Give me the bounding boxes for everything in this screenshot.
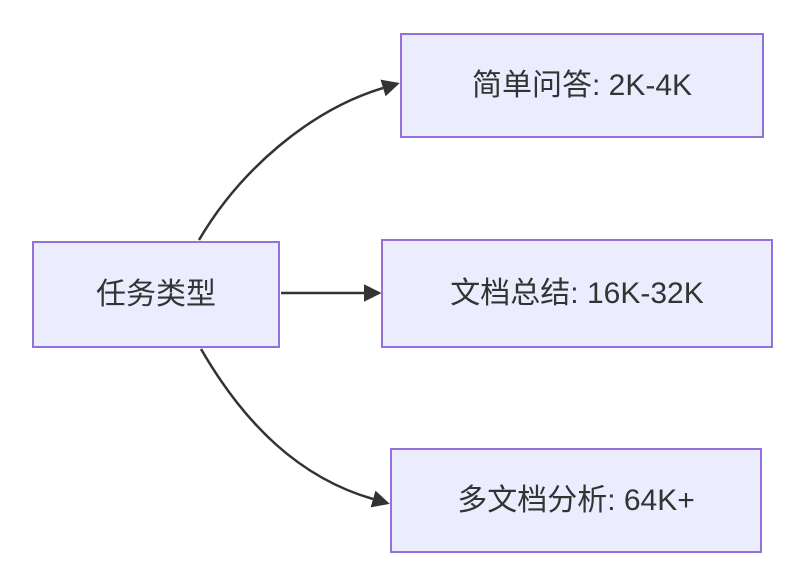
edge-root-to-multi-doc (199, 348, 390, 508)
node-simple-qa: 简单问答: 2K-4K (400, 33, 764, 138)
node-multi-doc-analysis-label: 多文档分析: 64K+ (457, 483, 695, 517)
node-task-type-label: 任务类型 (96, 277, 216, 311)
node-multi-doc-analysis: 多文档分析: 64K+ (390, 448, 762, 553)
node-doc-summary-label: 文档总结: 16K-32K (450, 276, 704, 310)
node-doc-summary: 文档总结: 16K-32K (381, 239, 773, 348)
node-simple-qa-label: 简单问答: 2K-4K (471, 68, 693, 102)
node-task-type: 任务类型 (32, 241, 280, 348)
edge-root-to-simple-qa (197, 79, 400, 241)
